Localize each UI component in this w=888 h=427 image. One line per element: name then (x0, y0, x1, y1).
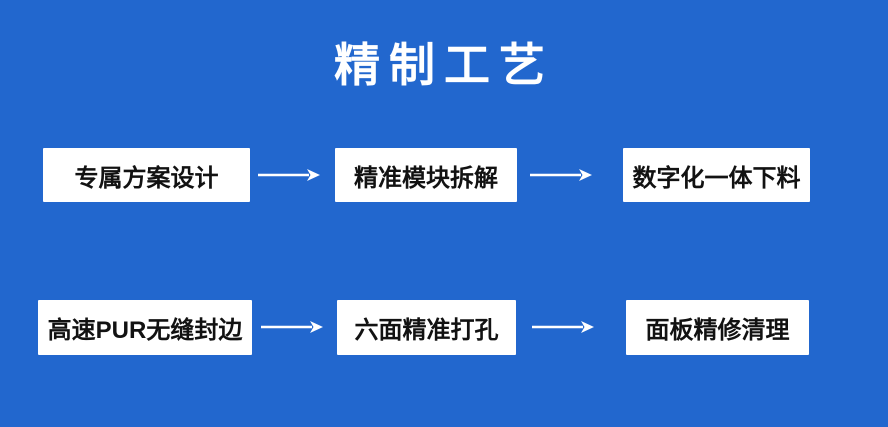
flow-step-label: 精准模块拆解 (354, 164, 498, 192)
flow-step-module-disassembly: 精准模块拆解 (335, 148, 517, 202)
arrow-right-icon (531, 320, 595, 334)
flow-step-label: 数字化一体下料 (632, 164, 801, 192)
flow-step-pur-edge-banding: 高速PUR无缝封边 (38, 300, 252, 355)
arrow-right-icon (260, 320, 324, 334)
flow-step-label: 专属方案设计 (74, 164, 219, 192)
flow-step-panel-finishing: 面板精修清理 (626, 300, 809, 355)
flow-step-label: 面板精修清理 (645, 317, 790, 344)
flow-step-plan-design: 专属方案设计 (43, 148, 250, 202)
arrow-right-icon (529, 168, 593, 182)
flow-step-label: 高速PUR无缝封边 (47, 317, 243, 344)
page-title: 精制工艺 (334, 39, 554, 91)
flow-step-six-side-drilling: 六面精准打孔 (337, 300, 516, 355)
flow-step-digital-cutting: 数字化一体下料 (623, 148, 810, 202)
arrow-right-icon (257, 168, 321, 182)
flow-step-label: 六面精准打孔 (354, 317, 499, 344)
